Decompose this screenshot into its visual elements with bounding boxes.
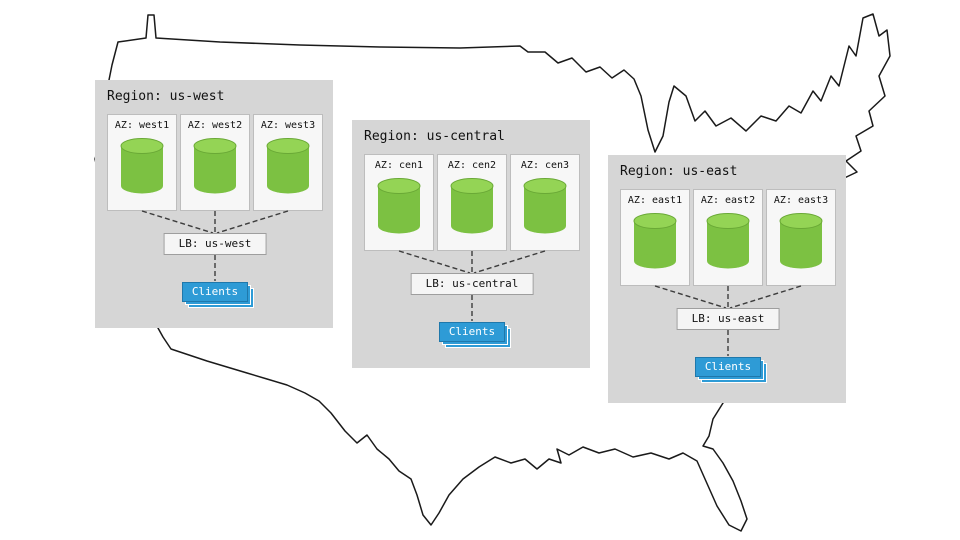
az-label: AZ: east3 [773, 195, 829, 206]
database-cylinder-icon [192, 137, 238, 195]
az-box: AZ: east2 [693, 189, 763, 286]
az-row: AZ: cen1 AZ: cen2 AZ: cen3 [364, 154, 580, 251]
database-cylinder-icon [632, 212, 678, 270]
az-label: AZ: cen1 [374, 160, 424, 171]
region-title: Region: us-east [620, 164, 738, 179]
az-label: AZ: east2 [700, 195, 756, 206]
clients-box: Clients [439, 322, 505, 342]
database-cylinder-icon [705, 212, 751, 270]
database-cylinder-icon [449, 177, 495, 235]
az-label: AZ: west3 [260, 120, 316, 131]
region-card-us-west: Region: us-west AZ: west1 AZ: west2 [95, 80, 333, 328]
az-box: AZ: west3 [253, 114, 323, 211]
clients-stack: Clients [695, 357, 767, 383]
az-label: AZ: east1 [627, 195, 683, 206]
database-cylinder-icon [778, 212, 824, 270]
load-balancer-box: LB: us-central [410, 273, 534, 295]
az-box: AZ: west1 [107, 114, 177, 211]
clients-box: Clients [695, 357, 761, 377]
clients-box: Clients [182, 282, 248, 302]
az-box: AZ: cen1 [364, 154, 434, 251]
load-balancer-box: LB: us-east [676, 308, 780, 330]
az-label: AZ: west1 [114, 120, 170, 131]
region-title: Region: us-central [364, 129, 505, 144]
clients-stack: Clients [182, 282, 254, 308]
az-box: AZ: cen2 [437, 154, 507, 251]
region-card-us-central: Region: us-central AZ: cen1 AZ: cen2 [352, 120, 590, 368]
az-box: AZ: cen3 [510, 154, 580, 251]
region-title: Region: us-west [107, 89, 225, 104]
az-box: AZ: east3 [766, 189, 836, 286]
az-box: AZ: east1 [620, 189, 690, 286]
load-balancer-box: LB: us-west [163, 233, 267, 255]
az-label: AZ: cen3 [520, 160, 570, 171]
az-label: AZ: cen2 [447, 160, 497, 171]
az-label: AZ: west2 [187, 120, 243, 131]
az-box: AZ: west2 [180, 114, 250, 211]
database-cylinder-icon [522, 177, 568, 235]
database-cylinder-icon [265, 137, 311, 195]
region-card-us-east: Region: us-east AZ: east1 AZ: east2 [608, 155, 846, 403]
az-row: AZ: east1 AZ: east2 AZ: east3 [620, 189, 836, 286]
database-cylinder-icon [119, 137, 165, 195]
az-row: AZ: west1 AZ: west2 AZ: west3 [107, 114, 323, 211]
clients-stack: Clients [439, 322, 511, 348]
database-cylinder-icon [376, 177, 422, 235]
